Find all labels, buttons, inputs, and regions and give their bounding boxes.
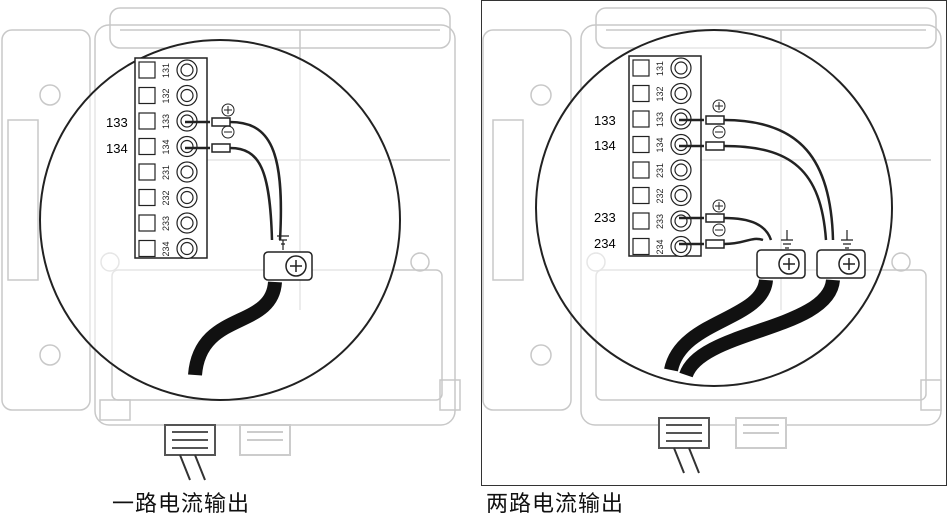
terminal-slot <box>138 239 156 258</box>
terminal-number: 134 <box>161 139 171 154</box>
terminal-slot <box>632 59 650 77</box>
terminal-slot <box>138 86 156 105</box>
terminal-number: 133 <box>161 114 171 129</box>
cable-gland <box>658 417 710 474</box>
terminal-number: 232 <box>161 190 171 205</box>
polarity-minus <box>221 125 235 139</box>
polarity-minus <box>712 125 726 139</box>
label-133: 133 <box>594 113 616 128</box>
terminal-number: 233 <box>161 216 171 231</box>
terminal-slot <box>138 163 156 181</box>
terminal-block: 131 132 133 134 231 232 233 234 <box>134 57 208 260</box>
label-134: 134 <box>594 138 616 153</box>
terminal-number: 134 <box>655 137 665 152</box>
label-134: 134 <box>106 141 128 156</box>
terminal-number: 133 <box>655 112 665 127</box>
terminal-slot <box>632 212 650 230</box>
terminal-number: 231 <box>655 163 665 178</box>
polarity-plus <box>712 99 726 113</box>
terminal-slot <box>138 137 156 156</box>
terminal-slot <box>632 135 650 154</box>
terminal-number: 132 <box>655 86 665 101</box>
polarity-plus <box>712 199 726 213</box>
terminal-number: 131 <box>161 63 171 78</box>
single-output-diagram: 131 132 133 134 231 232 233 234 133 134 <box>0 0 465 488</box>
terminal-number: 131 <box>655 61 665 76</box>
terminal-number: 132 <box>161 88 171 103</box>
label-233: 233 <box>594 210 616 225</box>
single-output-illustration: 131 132 133 134 231 232 233 234 133 134 <box>1 7 461 481</box>
signal-cable <box>679 278 840 379</box>
signal-cable <box>188 280 282 376</box>
ground-clamp <box>756 230 806 279</box>
dual-output-illustration: 131 132 133 134 231 232 233 234 133 134 233 234 <box>481 0 947 486</box>
ground-clamp <box>263 235 313 281</box>
terminal-slot <box>138 61 156 79</box>
terminal-slot <box>138 214 156 232</box>
caption-single-output: 一路电流输出 <box>112 492 251 517</box>
signal-wires <box>185 117 283 241</box>
terminal-slot <box>138 188 156 207</box>
terminal-slot <box>632 110 650 128</box>
signal-wires <box>679 115 835 249</box>
caption-dual-output: 两路电流输出 <box>486 492 625 517</box>
terminal-number: 231 <box>161 165 171 180</box>
ground-clamp <box>816 230 866 279</box>
label-234: 234 <box>594 236 616 251</box>
terminal-slot <box>632 84 650 103</box>
polarity-minus <box>712 223 726 237</box>
zoom-circle <box>39 39 401 401</box>
label-133: 133 <box>106 115 128 130</box>
terminal-slot <box>138 112 156 130</box>
terminal-number: 232 <box>655 188 665 203</box>
terminal-number: 233 <box>655 214 665 229</box>
cable-gland <box>164 424 216 481</box>
dual-output-diagram: 131 132 133 134 231 232 233 234 133 134 233 234 <box>481 0 947 486</box>
polarity-plus <box>221 103 235 117</box>
terminal-block: 131 132 133 134 231 232 233 234 <box>628 55 702 258</box>
terminal-slot <box>632 186 650 205</box>
terminal-slot <box>632 237 650 256</box>
signal-cable <box>664 278 773 372</box>
terminal-slot <box>632 161 650 179</box>
terminal-number: 234 <box>161 241 171 256</box>
terminal-number: 234 <box>655 239 665 254</box>
